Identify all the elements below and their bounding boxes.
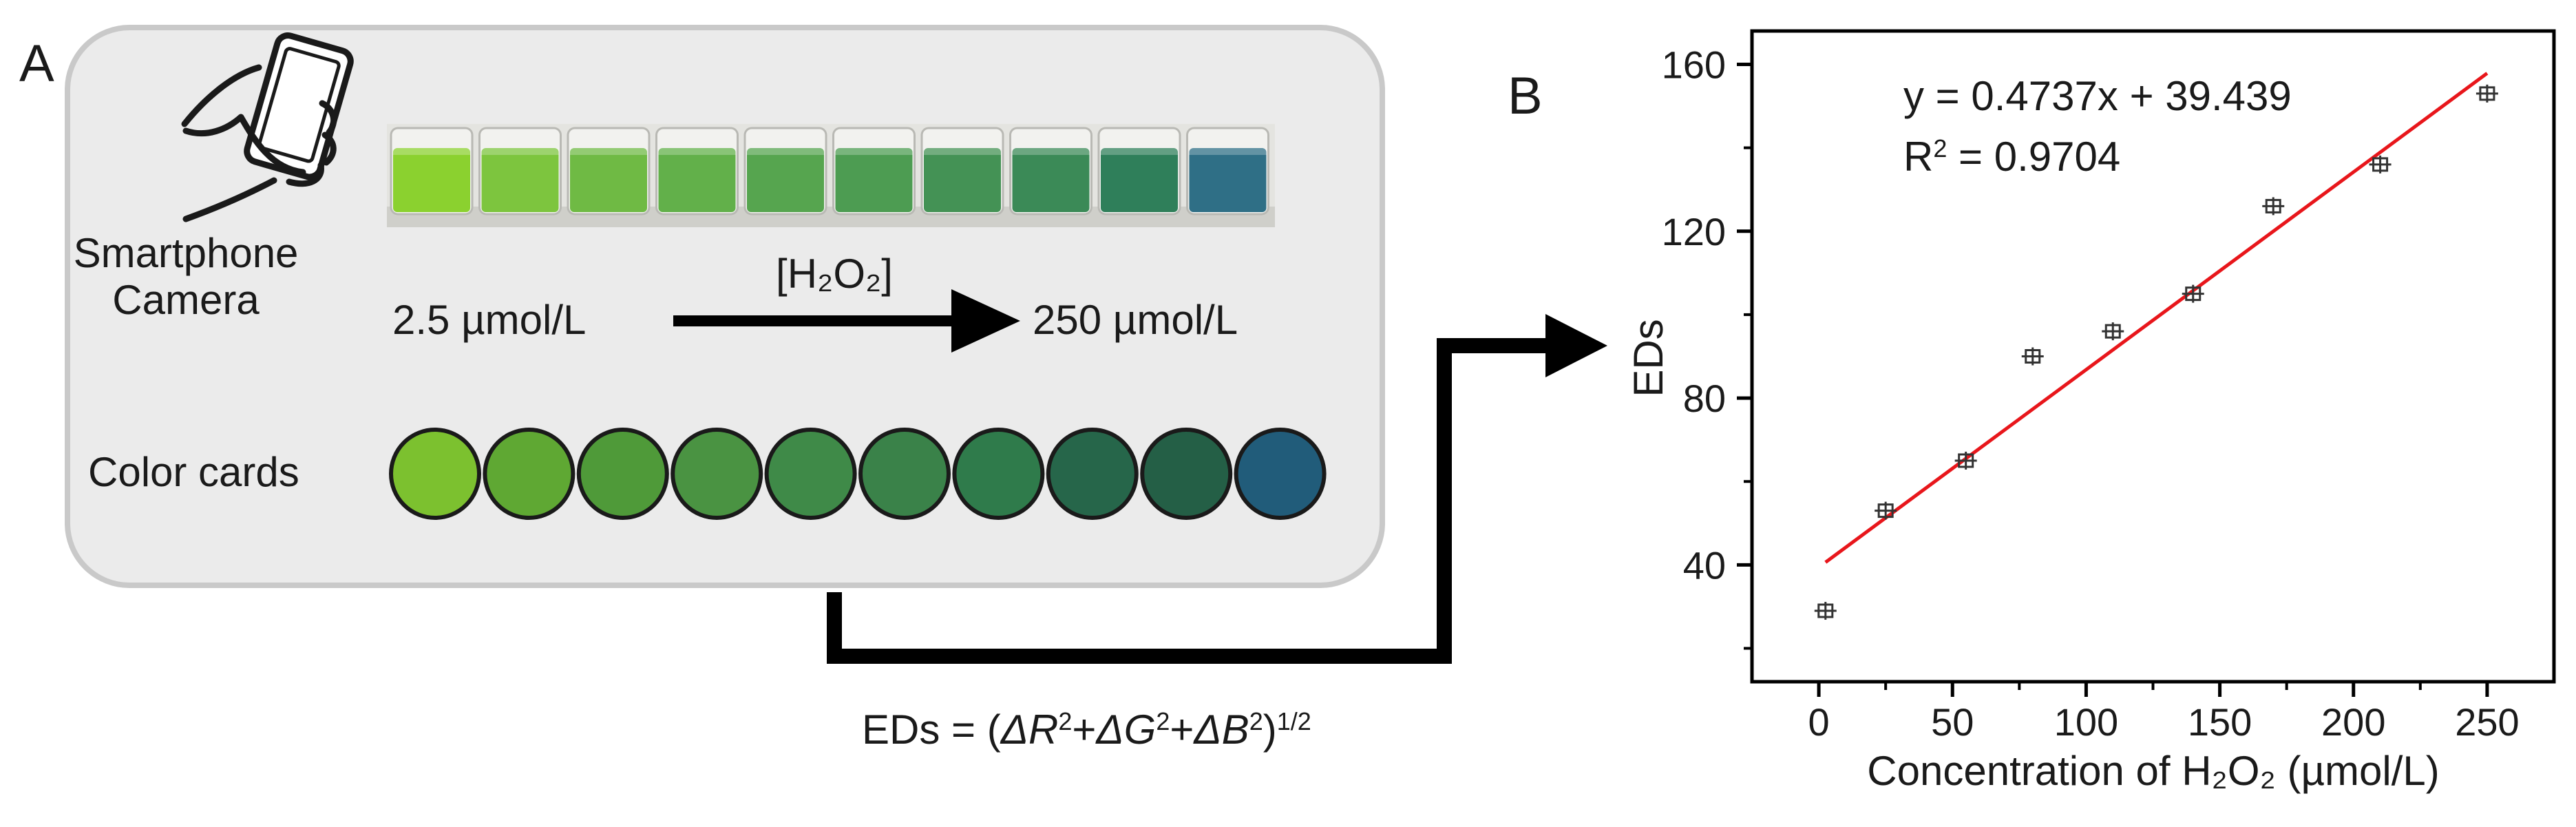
data-point (2102, 322, 2124, 341)
chart-axes: 0 50 100 150 200 250 40 80 120 160 (1662, 43, 2520, 744)
vial-liquid-3 (570, 148, 647, 212)
color-cards (389, 428, 1327, 520)
data-point (2475, 84, 2498, 103)
color-card-7 (952, 428, 1045, 520)
y-tick-label: 80 (1683, 377, 1726, 420)
data-point (2262, 197, 2285, 216)
vial-meniscus-8 (1012, 148, 1090, 155)
vial-liquid-4 (658, 148, 736, 212)
color-card-6 (858, 428, 951, 520)
panel-a-letter: A (19, 34, 54, 93)
r-squared-prefix: R (1903, 134, 1933, 180)
vial-liquid-7 (924, 148, 1001, 212)
y-tick-label: 120 (1662, 210, 1726, 253)
fit-line-path (1824, 72, 2489, 564)
data-points (1814, 84, 2498, 620)
fit-line (1824, 72, 2489, 564)
vial-liquid-1 (393, 148, 470, 212)
vial-meniscus-9 (1101, 148, 1178, 155)
x-tick-label: 0 (1808, 700, 1830, 744)
r-squared-sup: 2 (1933, 134, 1947, 163)
vial-liquid-6 (835, 148, 913, 212)
data-point (1814, 602, 1837, 620)
vial-meniscus-7 (924, 148, 1001, 155)
data-point (1875, 501, 1897, 520)
vial-meniscus-1 (393, 148, 470, 155)
r-squared: R2 = 0.9704 (1903, 134, 2120, 180)
vial-meniscus-6 (835, 148, 913, 155)
vial-meniscus-2 (481, 148, 559, 155)
data-point (2182, 284, 2204, 303)
panel-b-letter: B (1508, 67, 1543, 125)
color-card-8 (1046, 428, 1139, 520)
color-cards-label: Color cards (88, 449, 299, 495)
formula-sq-r: 2 (1058, 707, 1072, 735)
color-card-5 (764, 428, 857, 520)
concentration-arrowhead-icon (951, 289, 1020, 353)
vial-liquid-10 (1189, 148, 1267, 212)
formula-delta-r: ΔR (1000, 706, 1059, 753)
conc-end-label: 250 µmol/L (1033, 297, 1238, 343)
y-axis-title: EDs (1625, 319, 1671, 397)
vial-meniscus-3 (570, 148, 647, 155)
formula-exponent: 1/2 (1277, 707, 1311, 735)
conc-start-label: 2.5 µmol/L (392, 297, 586, 343)
r-squared-value: = 0.9704 (1947, 134, 2120, 180)
connector-arrowhead-icon (1545, 314, 1607, 377)
vial-liquid-5 (747, 148, 824, 212)
y-tick-label: 160 (1662, 43, 1726, 86)
x-tick-label: 150 (2188, 700, 2252, 744)
y-tick-label: 40 (1683, 543, 1726, 587)
reagent-label: [H₂O₂] (776, 251, 893, 297)
vial-liquid-9 (1101, 148, 1178, 212)
color-card-9 (1140, 428, 1233, 520)
vial-liquid-8 (1012, 148, 1090, 212)
x-tick-label: 100 (2054, 700, 2118, 744)
x-axis-title: Concentration of H₂O₂ (µmol/L) (1867, 748, 2439, 794)
formula-prefix: EDs = ( (862, 706, 1001, 753)
formula-delta-g: ΔG (1095, 706, 1156, 753)
vial-meniscus-10 (1189, 148, 1267, 155)
x-tick-label: 200 (2321, 700, 2385, 744)
x-tick-label: 250 (2455, 700, 2519, 744)
vial-meniscus-5 (747, 148, 824, 155)
x-tick-label: 50 (1931, 700, 1974, 744)
formula-close: ) (1263, 706, 1277, 753)
camera-label-line1: Smartphone (74, 230, 299, 276)
vials-photo (387, 124, 1275, 227)
formula-sq-g: 2 (1156, 707, 1170, 735)
data-point (2369, 155, 2392, 174)
plot-frame (1750, 29, 2556, 684)
vial-meniscus-4 (658, 148, 736, 155)
color-card-3 (576, 428, 669, 520)
formula-sq-b: 2 (1249, 707, 1263, 735)
color-card-2 (483, 428, 576, 520)
formula-plus-1: + (1072, 706, 1096, 753)
camera-label-line2: Camera (112, 277, 260, 323)
data-point (1954, 451, 1977, 470)
color-card-4 (671, 428, 763, 520)
smartphone-in-hand-icon (181, 32, 354, 222)
data-point (2021, 347, 2044, 366)
eds-formula: EDs = (ΔR2+ΔG2+ΔB2)1/2 (862, 706, 1311, 753)
color-card-1 (389, 428, 481, 520)
color-card-10 (1234, 428, 1327, 520)
fit-equation: y = 0.4737x + 39.439 (1903, 73, 2292, 119)
connector-arrow (827, 338, 1566, 664)
formula-plus-2: + (1170, 706, 1194, 753)
vial-liquid-2 (481, 148, 559, 212)
formula-delta-b: ΔB (1192, 706, 1249, 753)
